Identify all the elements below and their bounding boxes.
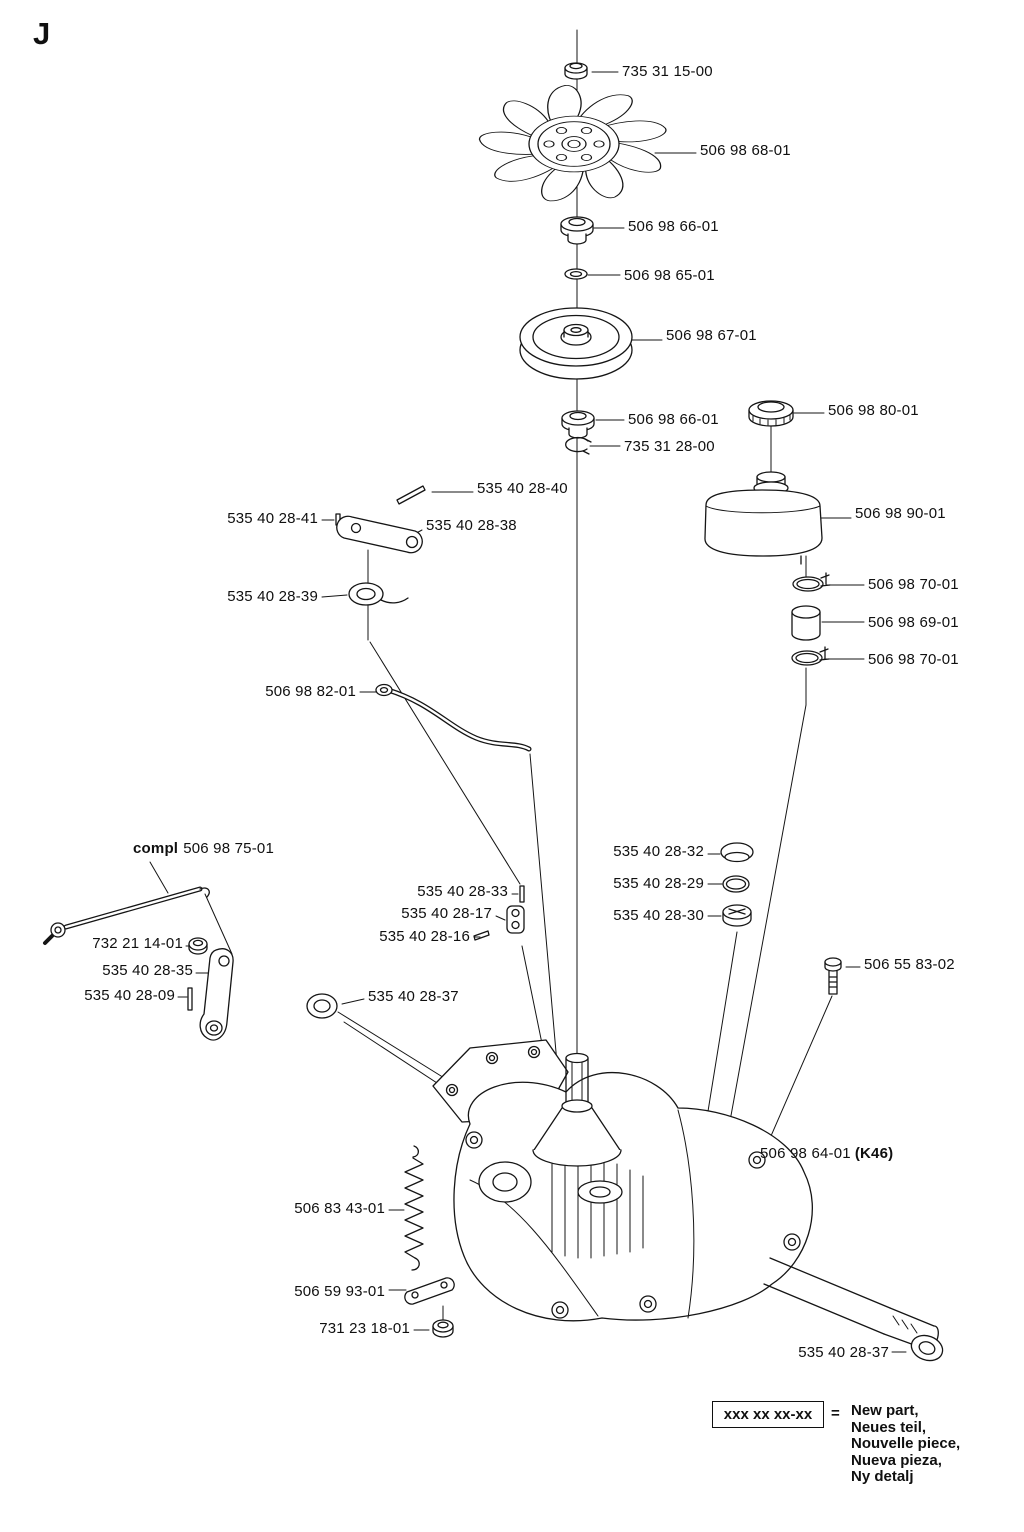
part-label-nut-14: 732 21 14-01 <box>92 935 183 952</box>
reservoir-cap-drawing <box>748 400 794 427</box>
part-label-hub-upper: 506 98 66-01 <box>628 218 719 235</box>
control-rod-number: 506 98 75-01 <box>183 840 274 857</box>
spring-washer-drawing <box>348 582 409 606</box>
part-label-pin-09: 535 40 28-09 <box>84 987 175 1004</box>
part-label-clamp-upper: 506 98 70-01 <box>868 576 959 593</box>
part-label-clamp-lower: 506 98 70-01 <box>868 651 959 668</box>
part-label-bracket-93: 506 59 93-01 <box>294 1283 385 1300</box>
part-label-hub-lower: 506 98 66-01 <box>628 411 719 428</box>
pin-33-drawing <box>519 885 525 903</box>
part-label-hose: 506 98 69-01 <box>868 614 959 631</box>
part-label-seal-37-right: 535 40 28-37 <box>798 1344 889 1361</box>
hose-drawing <box>791 605 821 641</box>
legend-text: New part, Neues teil, Nouvelle piece, Nu… <box>851 1402 961 1486</box>
washer-drawing <box>564 268 588 280</box>
legend-equals: = <box>831 1405 840 1422</box>
clamp-lower-drawing <box>791 646 830 666</box>
arm-35-drawing <box>199 948 234 1041</box>
legend-line-en: New part, <box>851 1402 919 1419</box>
part-label-bolt-83: 506 55 83-02 <box>864 956 955 973</box>
lever-38-drawing <box>336 515 423 554</box>
part-label-spring-washer-39: 535 40 28-39 <box>227 588 318 605</box>
part-label-arm-35: 535 40 28-35 <box>102 962 193 979</box>
part-label-cap-32: 535 40 28-32 <box>613 843 704 860</box>
pulley-drawing <box>519 307 633 380</box>
clamp-upper-drawing <box>792 572 831 592</box>
part-label-pulley: 506 98 67-01 <box>666 327 757 344</box>
part-label-oring-29: 535 40 28-29 <box>613 875 704 892</box>
seal-37-right-drawing <box>910 1334 944 1362</box>
part-label-seal-37-left: 535 40 28-37 <box>368 988 459 1005</box>
part-label-transaxle: 506 98 64-01(K46) <box>760 1146 893 1162</box>
rod-82-drawing <box>375 683 532 752</box>
control-rod-compl-prefix: compl <box>133 840 179 857</box>
part-label-retainer-clip: 735 31 28-00 <box>624 438 715 455</box>
transaxle-drawing <box>432 1039 939 1351</box>
legend-line-fr: Nouvelle piece, <box>851 1435 961 1452</box>
part-label-reservoir-tank: 506 98 90-01 <box>855 505 946 522</box>
part-label-pin-33: 535 40 28-33 <box>417 883 508 900</box>
bracket-93-drawing <box>404 1277 455 1305</box>
part-label-pin-40: 535 40 28-40 <box>477 480 568 497</box>
spring-43-drawing <box>404 1145 424 1271</box>
hub-lower-drawing <box>561 410 595 439</box>
legend-code: xxx xx xx-xx <box>723 1406 813 1423</box>
link-17-drawing <box>506 905 525 934</box>
nut-14-drawing <box>188 937 208 955</box>
legend-code-box: xxx xx xx-xx <box>712 1401 824 1428</box>
part-label-top-nut: 735 31 15-00 <box>622 63 713 80</box>
section-letter: J <box>33 16 51 51</box>
legend-line-de: Neues teil, <box>851 1418 927 1436</box>
legend-line-es: Nueva pieza, <box>851 1451 942 1469</box>
part-label-lever-38: 535 40 28-38 <box>426 517 517 534</box>
plug-30-drawing <box>722 904 752 927</box>
part-label-reservoir-cap: 506 98 80-01 <box>828 402 919 419</box>
fan-drawing <box>478 85 667 202</box>
part-label-fan: 506 98 68-01 <box>700 142 791 159</box>
pin-40-drawing <box>396 485 426 505</box>
pin-09-drawing <box>187 987 193 1011</box>
part-label-plug-30: 535 40 28-30 <box>613 907 704 924</box>
bolt-83-drawing <box>824 957 842 995</box>
oring-29-drawing <box>722 875 750 893</box>
part-label-pin-16: 535 40 28-16 <box>379 928 470 945</box>
reservoir-tank-drawing <box>704 471 823 565</box>
transaxle-number: 506 98 64-01 <box>760 1145 851 1162</box>
part-label-spring-43: 506 83 43-01 <box>294 1200 385 1217</box>
part-label-rod-82: 506 98 82-01 <box>265 683 356 700</box>
nut-18-drawing <box>432 1319 454 1338</box>
hub-upper-drawing <box>560 216 594 245</box>
pin-16-drawing <box>473 930 490 941</box>
transaxle-model: (K46) <box>854 1145 894 1162</box>
retainer-clip-drawing <box>565 436 592 455</box>
legend-line-sv: Ny detalj <box>851 1468 914 1485</box>
seal-37-left-drawing <box>306 993 338 1019</box>
part-label-pin-41: 535 40 28-41 <box>227 510 318 527</box>
top-nut-drawing <box>564 62 588 80</box>
part-label-link-17: 535 40 28-17 <box>401 905 492 922</box>
part-label-nut-18: 731 23 18-01 <box>319 1320 410 1337</box>
part-label-washer: 506 98 65-01 <box>624 267 715 284</box>
cap-32-drawing <box>720 842 754 863</box>
control-rod-drawing <box>43 886 210 945</box>
